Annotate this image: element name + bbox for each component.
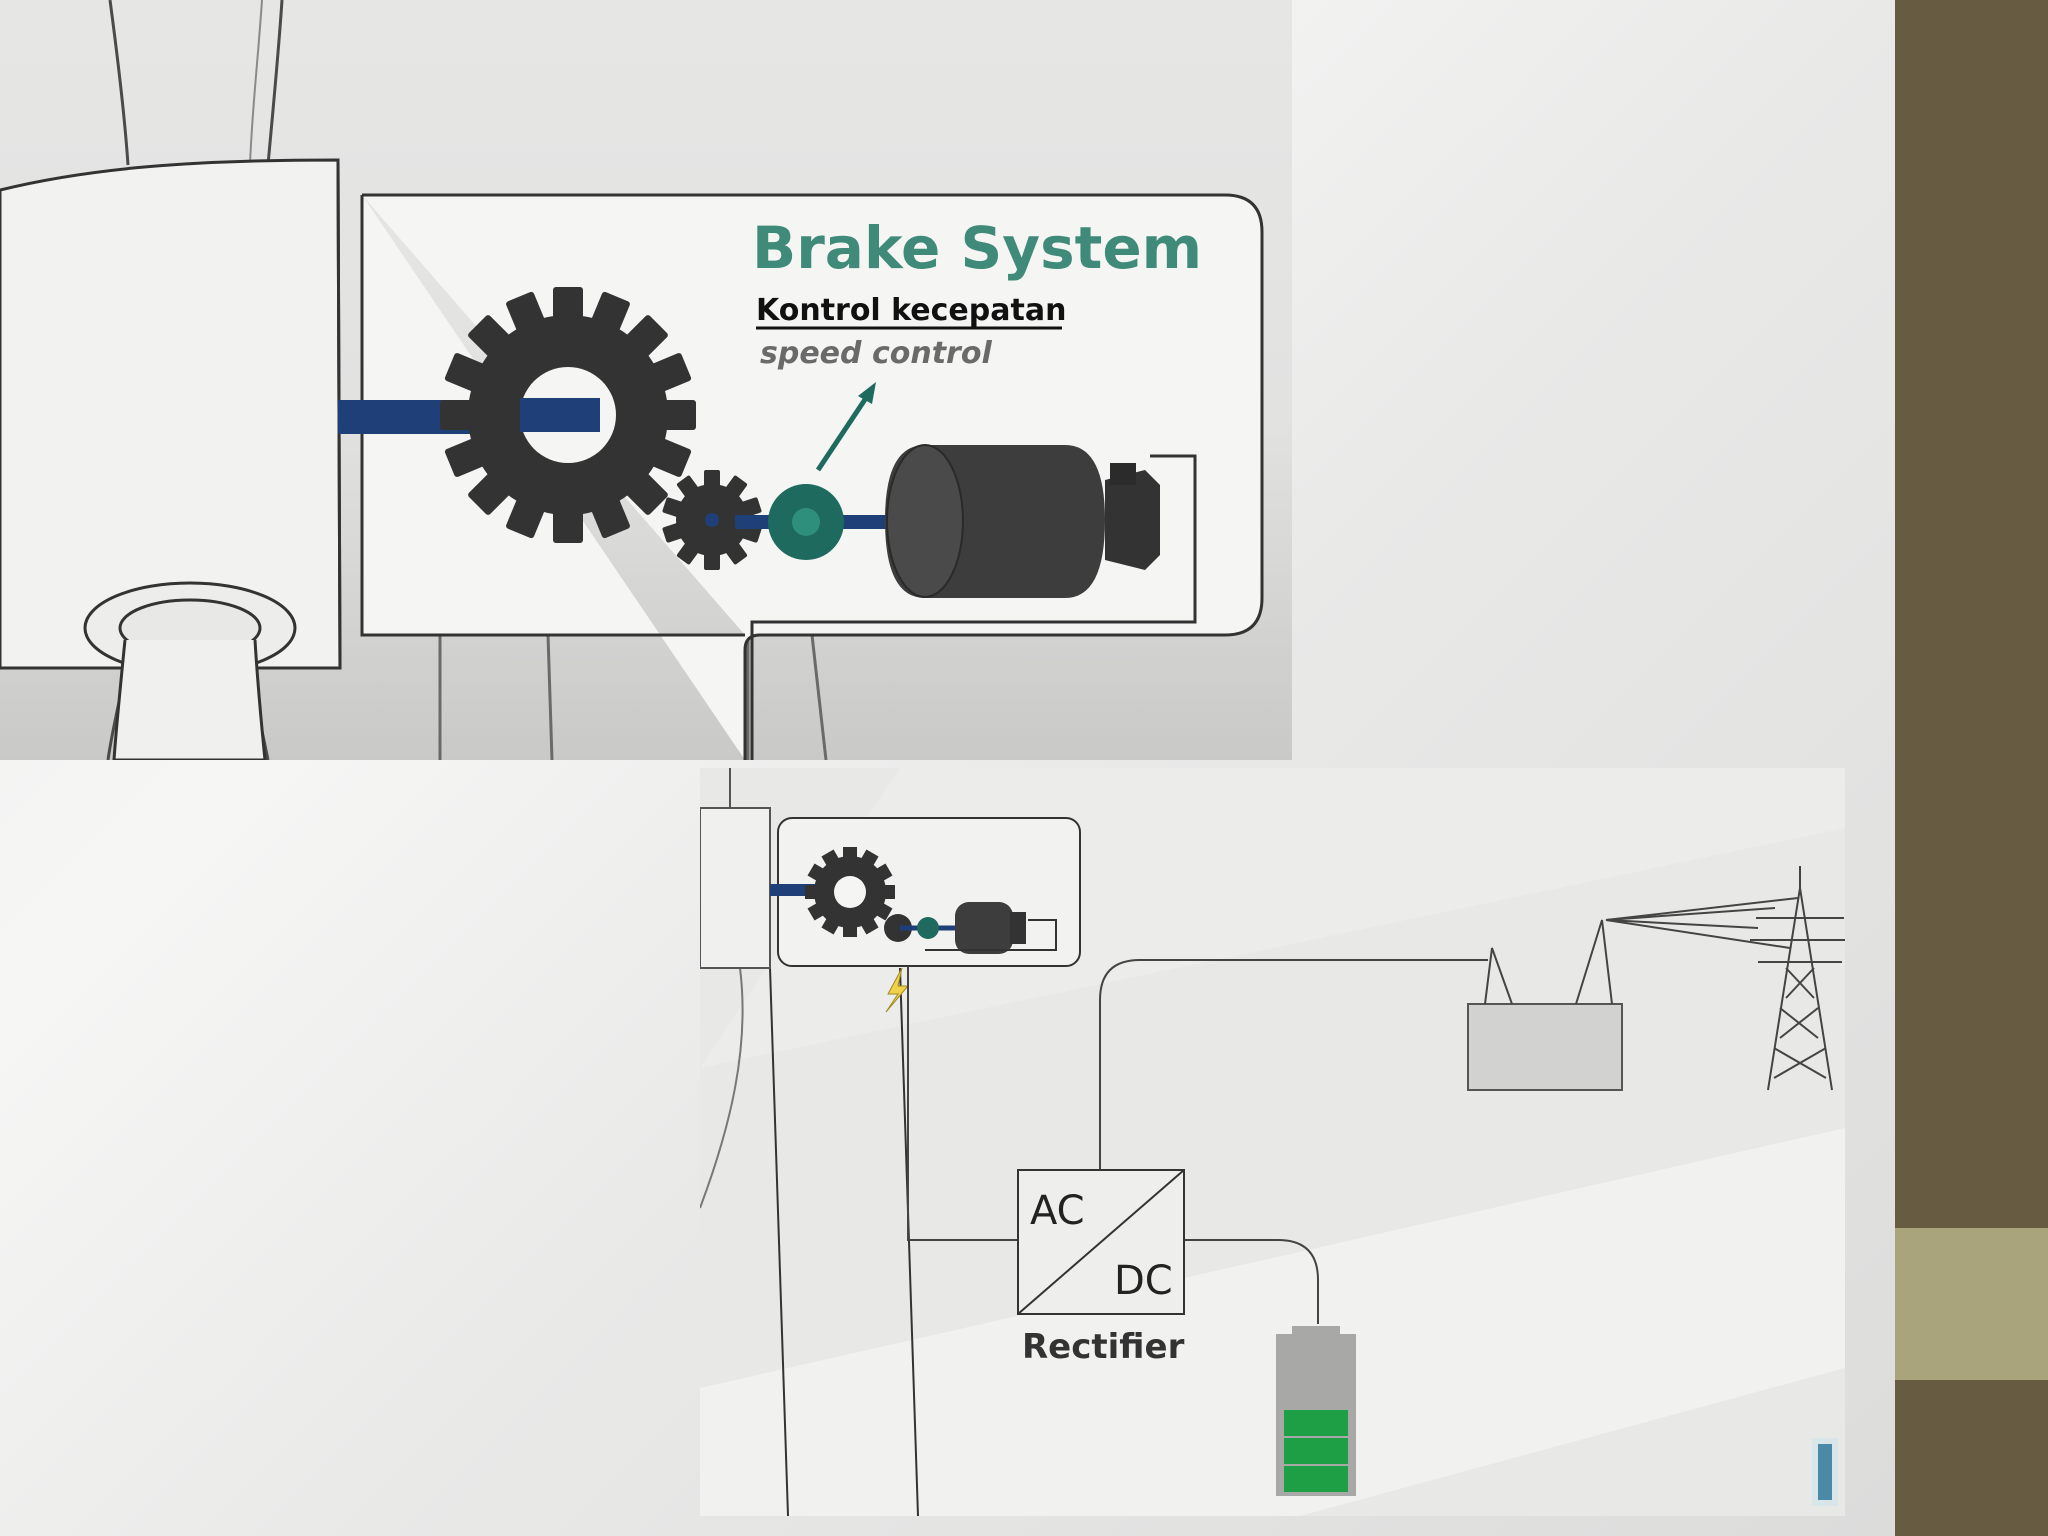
transformer (1467, 919, 1623, 1091)
power-grid-panel: AC DC Rectifier (700, 768, 1845, 1516)
watermark-icon (1812, 1438, 1838, 1506)
mini-nacelle (700, 807, 1081, 969)
transmission-tower (1750, 866, 1845, 1091)
rotor-hub (0, 158, 342, 760)
brake-system-title: Brake System (752, 214, 1202, 282)
brake-system-illustration: Brake System Kontrol kecepatan speed con… (0, 0, 1292, 760)
small-gear (662, 470, 762, 570)
slide-sidebar-accent (1895, 1228, 2048, 1380)
brake-system-subtitle-en: speed control (760, 336, 992, 371)
converter-ac-label: AC (1030, 1188, 1085, 1234)
brake-disc (768, 484, 844, 560)
brake-arrow (815, 382, 876, 472)
power-wires (907, 959, 1488, 1324)
converter-dc-label: DC (1114, 1258, 1173, 1304)
brake-system-subtitle: Kontrol kecepatan (756, 293, 1066, 328)
rectifier-label: Rectifier (1022, 1327, 1185, 1367)
transmission-lines (1605, 897, 1799, 949)
battery-icon (1276, 1326, 1356, 1496)
rectifier-box: AC DC Rectifier (1017, 1169, 1185, 1367)
brake-system-panel: Brake System Kontrol kecepatan speed con… (0, 0, 1292, 760)
lightning-icon (885, 967, 910, 1013)
light-band (700, 1128, 1845, 1516)
main-gear (440, 287, 696, 543)
power-grid-illustration: AC DC Rectifier (700, 768, 1845, 1516)
generator (885, 444, 1160, 598)
generator-cable (750, 454, 1197, 760)
